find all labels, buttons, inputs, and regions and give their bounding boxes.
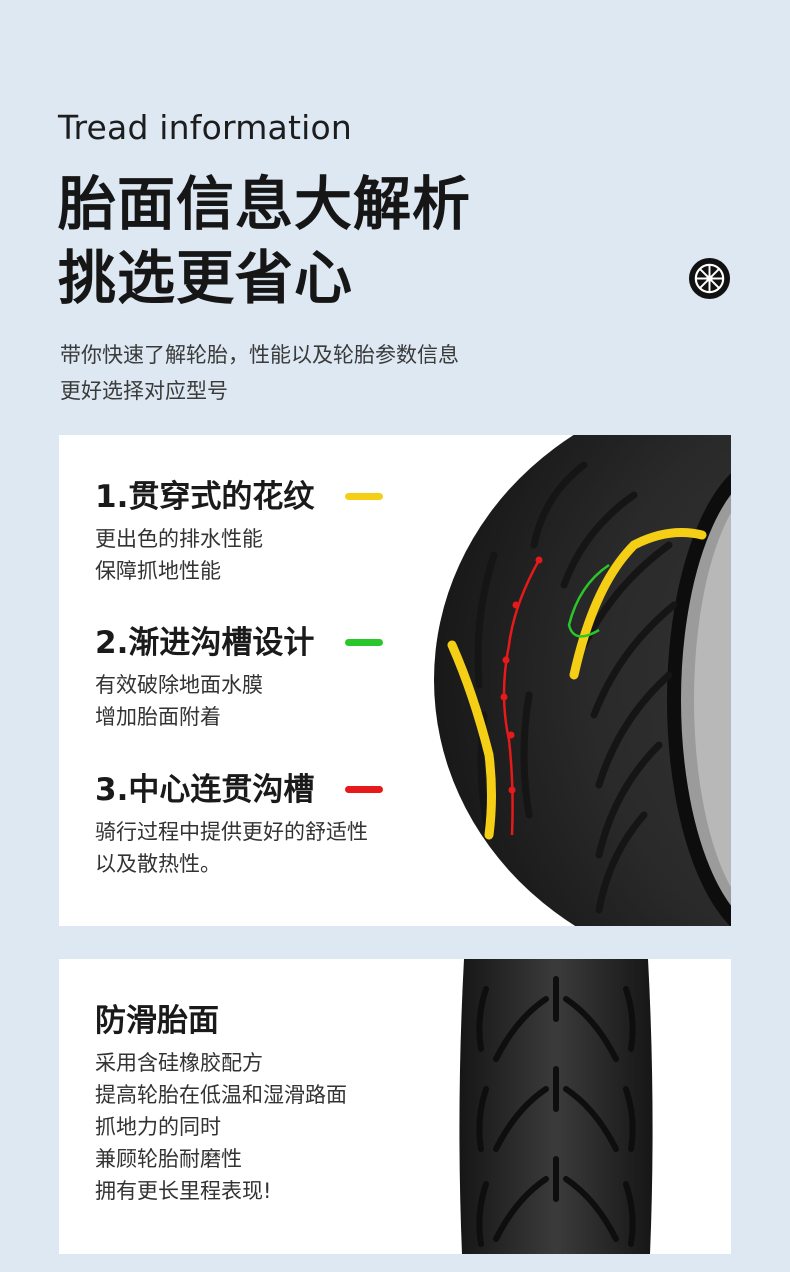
intro-line-2: 更好选择对应型号 bbox=[60, 379, 228, 403]
feature-2-color-bar bbox=[345, 639, 383, 646]
feature-1-line-1: 更出色的排水性能 bbox=[95, 527, 263, 551]
feature-2-line-2: 增加胎面附着 bbox=[95, 705, 221, 729]
grip-line-4: 兼顾轮胎耐磨性 bbox=[95, 1147, 242, 1171]
tread-features-card: 1.贯穿式的花纹 更出色的排水性能 保障抓地性能 2.渐进沟槽设计 有效破除地面… bbox=[59, 435, 731, 926]
tire-side-image bbox=[434, 435, 731, 926]
wheel-icon bbox=[688, 257, 731, 300]
headline-line-1: 胎面信息大解析 bbox=[58, 170, 472, 238]
feature-2-title: 2.渐进沟槽设计 bbox=[95, 625, 315, 661]
anti-slip-card: 防滑胎面 采用含硅橡胶配方 提高轮胎在低温和湿滑路面 抓地力的同时 兼顾轮胎耐磨… bbox=[59, 959, 731, 1254]
feature-1-color-bar bbox=[345, 493, 383, 500]
grip-line-2: 提高轮胎在低温和湿滑路面 bbox=[95, 1083, 347, 1107]
tire-front-image bbox=[459, 959, 653, 1254]
grip-title: 防滑胎面 bbox=[95, 1003, 219, 1039]
grip-line-1: 采用含硅橡胶配方 bbox=[95, 1051, 263, 1075]
intro-line-1: 带你快速了解轮胎，性能以及轮胎参数信息 bbox=[60, 343, 459, 367]
grip-line-3: 抓地力的同时 bbox=[95, 1115, 221, 1139]
feature-3-line-1: 骑行过程中提供更好的舒适性 bbox=[95, 820, 368, 844]
feature-2-line-1: 有效破除地面水膜 bbox=[95, 673, 263, 697]
headline-line-2: 挑选更省心 bbox=[58, 244, 354, 312]
feature-3-line-2: 以及散热性。 bbox=[95, 852, 221, 876]
feature-3-title: 3.中心连贯沟槽 bbox=[95, 772, 315, 808]
grip-line-5: 拥有更长里程表现! bbox=[95, 1179, 272, 1203]
feature-1-line-2: 保障抓地性能 bbox=[95, 559, 221, 583]
feature-3-color-bar bbox=[345, 786, 383, 793]
feature-1-title: 1.贯穿式的花纹 bbox=[95, 479, 315, 515]
eyebrow-title: Tread information bbox=[58, 108, 352, 147]
